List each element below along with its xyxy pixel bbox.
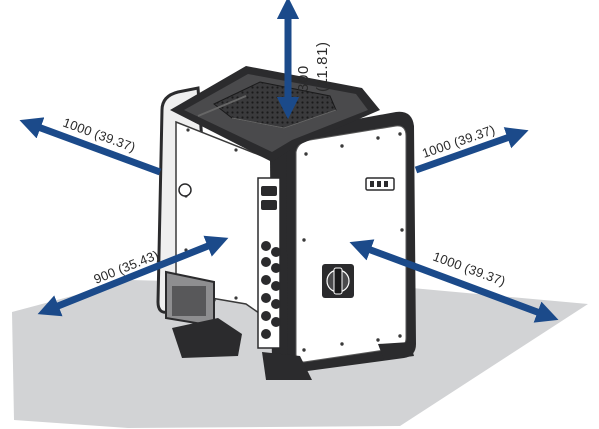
inverter-device [156, 66, 416, 380]
clearance-arrows [19, 0, 559, 323]
lid-ridge [231, 109, 337, 129]
arrow-right-back [414, 127, 529, 174]
rotary-switch-icon [322, 264, 354, 298]
arrow-right-front [349, 239, 559, 323]
front-panel-screws [302, 132, 404, 352]
right-rear-foot [378, 342, 414, 360]
arrow-left-front [37, 235, 229, 317]
label-right-front: 1000 (39.37) [431, 249, 508, 289]
label-top-value: 300 [295, 65, 312, 92]
service-opening [172, 286, 206, 316]
lid-handle-recess [197, 95, 247, 117]
led-indicators [365, 177, 395, 191]
left-foot [172, 318, 242, 358]
front-panel [295, 125, 407, 363]
arrow-left-back [19, 117, 162, 176]
cable-gland [178, 183, 192, 197]
right-foot [262, 352, 312, 380]
connector-cluster [261, 186, 281, 339]
label-top-paren: (11.81) [314, 41, 331, 92]
